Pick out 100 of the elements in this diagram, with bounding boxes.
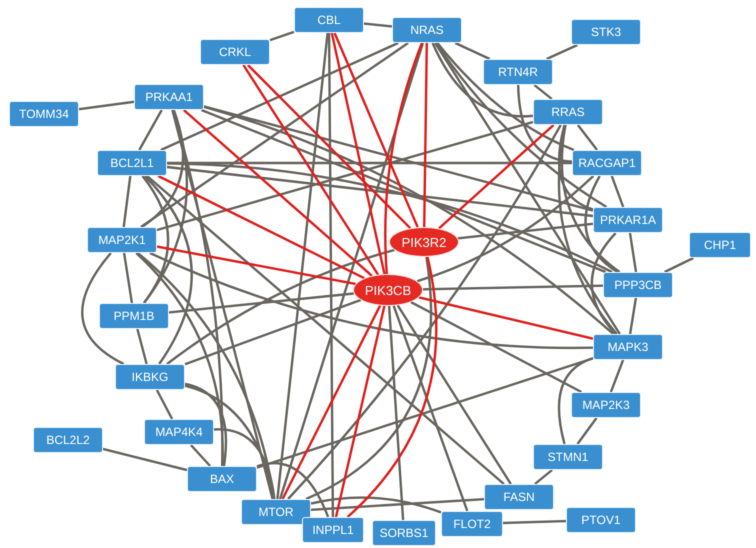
interaction-line [204, 106, 614, 335]
gene-node: RRAS [533, 99, 603, 125]
interaction-line [590, 232, 617, 335]
interaction-line [172, 110, 224, 466]
interaction-line [560, 124, 620, 273]
gene-node: MAP2K3 [571, 392, 641, 418]
interaction-line [534, 84, 553, 100]
interaction-line [664, 256, 694, 274]
interaction-line [242, 64, 380, 276]
interaction-line [166, 248, 395, 365]
interaction-line [142, 175, 170, 304]
interaction-line [330, 32, 386, 274]
interaction-line [610, 176, 624, 208]
interaction-line [558, 356, 594, 444]
gene-node: INPPL1 [302, 517, 364, 543]
interaction-line [432, 42, 534, 118]
interaction-line [454, 42, 490, 60]
interaction-line [558, 124, 618, 335]
gene-node: RTN4R [483, 59, 553, 85]
gene-node: CBL [294, 7, 364, 33]
interaction-line [610, 360, 624, 392]
gene-node: STMN1 [533, 444, 603, 470]
interaction-line [517, 84, 572, 163]
interaction-line [576, 124, 598, 151]
hub-gene-ellipse: PIK3CB [353, 274, 423, 306]
interaction-line [214, 428, 276, 500]
gene-node: SORBS1 [372, 520, 436, 546]
gene-node: MAP4K4 [144, 419, 214, 445]
interaction-line [306, 256, 432, 500]
gene-node: PTOV1 [566, 507, 636, 533]
interaction-line [141, 110, 184, 228]
interaction-line [122, 252, 134, 304]
interaction-line [156, 245, 356, 286]
interaction-line [184, 384, 275, 500]
interaction-line [140, 42, 409, 228]
interaction-line [149, 252, 593, 349]
interaction-line [458, 222, 594, 240]
interaction-line [166, 162, 613, 274]
gene-node: BAX [187, 466, 257, 492]
interaction-line [310, 498, 484, 511]
interaction-line [287, 124, 562, 500]
interaction-line [278, 42, 424, 500]
gene-node: MAP2K1 [87, 227, 157, 253]
gene-node: PRKAA1 [134, 84, 204, 110]
interaction-line [138, 109, 163, 151]
interaction-line [392, 305, 468, 512]
interaction-line [156, 389, 174, 420]
interaction-line [422, 284, 604, 290]
interaction-line [364, 22, 392, 28]
gene-node: PPM1B [99, 303, 169, 329]
interaction-line [558, 124, 594, 211]
interaction-line [256, 462, 330, 518]
interaction-line [384, 42, 424, 274]
gene-node: MTOR [241, 499, 311, 525]
interaction-line [136, 328, 148, 364]
interaction-line [346, 256, 438, 518]
interaction-line [184, 382, 228, 466]
interaction-line [388, 306, 404, 520]
interaction-line [416, 175, 594, 282]
interaction-line [78, 100, 134, 110]
interaction-line [256, 357, 594, 469]
interaction-line [310, 496, 442, 514]
gene-node: PRKAR1A [593, 207, 663, 233]
interaction-line [166, 166, 594, 218]
interaction-line [396, 304, 512, 485]
gene-node: NRAS [392, 17, 462, 43]
interaction-line [184, 298, 362, 366]
gene-node: CRKL [200, 39, 270, 65]
interaction-line [282, 305, 382, 500]
gene-node: STK3 [571, 19, 641, 45]
gene-node: BCL2L1 [97, 150, 167, 176]
interaction-line [200, 108, 606, 274]
gene-node: TOMM34 [9, 101, 79, 127]
interaction-line [160, 42, 399, 152]
interaction-line [418, 296, 594, 340]
interaction-line [204, 105, 594, 212]
interaction-line [247, 64, 412, 230]
gene-node: FASN [484, 484, 554, 510]
interaction-line [423, 42, 428, 228]
interaction-line [334, 32, 419, 228]
interaction-line [270, 30, 294, 42]
interaction-line [122, 176, 132, 228]
interaction-line [135, 252, 224, 466]
gene-node: RACGAP1 [572, 150, 642, 176]
interaction-line [628, 232, 638, 272]
gene-node: PPP3CB [603, 272, 673, 298]
gene-node: BCL2L2 [33, 427, 103, 453]
interaction-line [534, 469, 553, 485]
interaction-line [410, 301, 582, 394]
gene-node: MAPK3 [593, 334, 663, 360]
gene-node: FLOT2 [441, 511, 503, 537]
hub-gene-ellipse: PIK3R2 [389, 227, 459, 257]
interaction-line [438, 124, 554, 230]
interaction-line [628, 298, 638, 334]
interaction-line [158, 174, 365, 280]
interaction-line [156, 120, 534, 232]
interaction-line [436, 42, 574, 152]
gene-node: CHP1 [689, 232, 751, 258]
interaction-line [190, 444, 211, 467]
interaction-line [434, 42, 608, 208]
